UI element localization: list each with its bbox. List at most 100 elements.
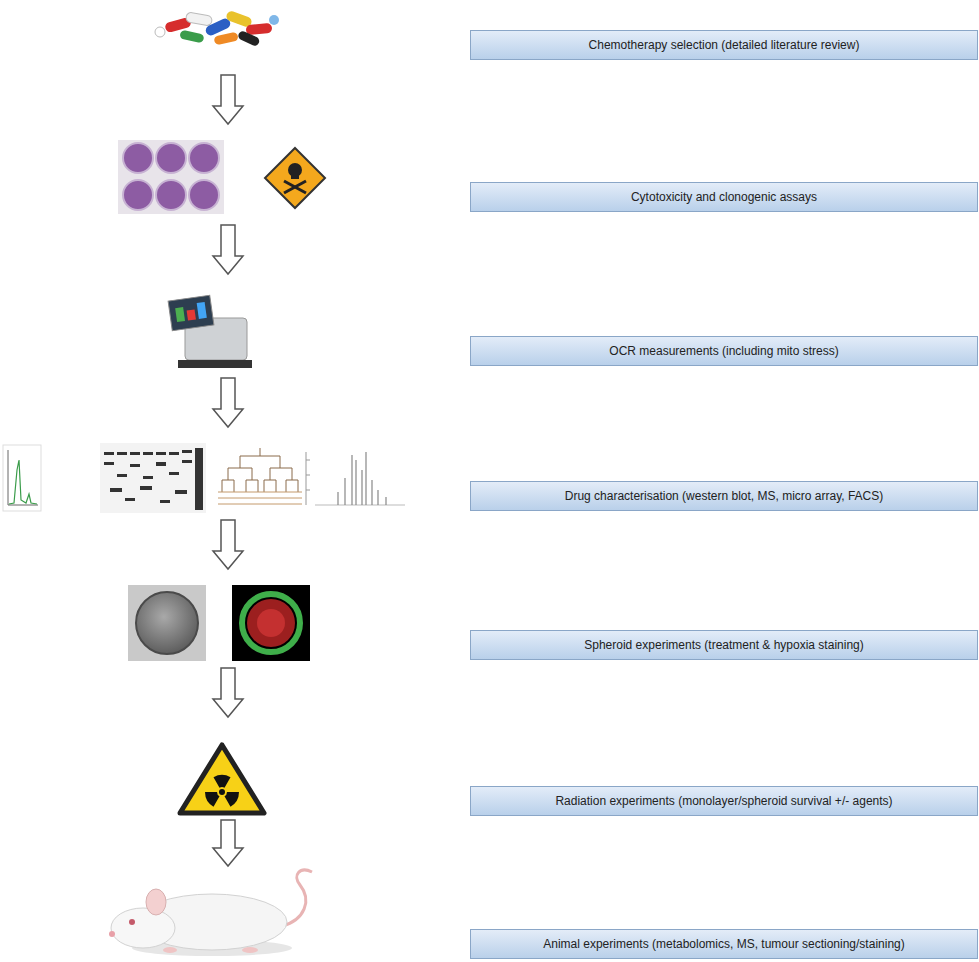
illustration-part — [143, 452, 153, 455]
process-box: OCR measurements (including mito stress) — [470, 336, 978, 366]
process-box: Radiation experiments (monolayer/spheroi… — [470, 786, 978, 816]
trefoil-blade — [214, 775, 231, 788]
illustration-part — [232, 585, 310, 661]
illustration-part — [182, 450, 192, 453]
illustration-part — [337, 492, 338, 505]
illustration-part — [242, 594, 300, 652]
illustration-part — [222, 480, 298, 492]
illustration-part — [213, 32, 238, 46]
illustration-part — [100, 443, 206, 513]
illustration-part — [355, 460, 356, 505]
illustration-part — [136, 592, 198, 654]
illustration-part — [344, 478, 345, 505]
flow-arrow — [213, 378, 243, 427]
illustration-part — [3, 445, 41, 511]
illustration-part — [117, 452, 127, 455]
illustration-part — [306, 452, 310, 505]
flow-arrow — [213, 75, 243, 124]
illustration-part — [128, 585, 206, 661]
illustration-part — [195, 448, 203, 510]
illustration-part — [123, 143, 219, 210]
illustration-part — [284, 181, 306, 193]
illustration-part — [218, 492, 302, 504]
illustration-part — [185, 12, 212, 26]
step-label: Spheroid experiments (treatment & hypoxi… — [584, 638, 863, 652]
flow-arrows — [213, 75, 243, 866]
process-box: Animal experiments (metabolomics, MS, tu… — [470, 929, 978, 959]
step-label: Cytotoxicity and clonogenic assays — [631, 190, 817, 204]
illustration-part — [118, 140, 224, 214]
trefoil-blade — [205, 792, 220, 807]
illustration-part — [265, 148, 325, 208]
step-label: Drug characterisation (western blot, MS,… — [565, 489, 884, 503]
illustration-part — [129, 919, 135, 925]
illustration-part — [143, 476, 153, 479]
step-label: Chemotherapy selection (detailed literat… — [589, 38, 860, 52]
illustration-part — [247, 599, 295, 647]
step-label: OCR measurements (including mito stress) — [609, 344, 838, 358]
process-box: Chemotherapy selection (detailed literat… — [470, 30, 978, 60]
illustration-part — [111, 908, 175, 948]
illustration-part — [175, 490, 187, 494]
illustration-part — [156, 452, 166, 455]
illustration-part — [8, 450, 9, 505]
microarray-dendrogram — [218, 448, 310, 505]
process-box: Spheroid experiments (treatment & hypoxi… — [470, 630, 978, 660]
trefoil-blade — [225, 792, 240, 807]
illustration-part — [284, 181, 306, 193]
illustration-part — [130, 452, 140, 455]
illustration-part — [218, 492, 302, 504]
step-label: Radiation experiments (monolayer/spheroi… — [555, 794, 892, 808]
illustration-part — [104, 452, 114, 455]
illustration-part — [269, 15, 279, 25]
trefoil-centre — [219, 789, 225, 795]
illustration-part — [377, 490, 378, 505]
toxic-hazard-sign — [265, 148, 325, 208]
illustration-part — [123, 180, 153, 210]
illustration-part — [160, 500, 170, 503]
radiation-sign — [180, 745, 264, 813]
illustration-part — [197, 302, 207, 319]
illustration-part — [156, 462, 166, 466]
illustration-part — [351, 455, 352, 505]
flow-arrow — [213, 668, 243, 717]
illustration-part — [125, 498, 135, 501]
illustration-part — [9, 460, 37, 504]
illustration-part — [155, 27, 165, 37]
illustration-part — [385, 497, 386, 505]
illustration-part — [169, 452, 179, 455]
process-box: Cytotoxicity and clonogenic assays — [470, 182, 978, 212]
illustration-part — [130, 464, 140, 467]
illustration-part — [306, 452, 310, 505]
illustration-part — [140, 486, 152, 490]
mass-spectrum — [315, 452, 405, 505]
spheroid-hypoxia-stain — [232, 585, 310, 661]
spheroid-brightfield — [128, 585, 206, 661]
illustration-part — [175, 307, 185, 322]
petri-plates — [118, 140, 224, 214]
illustration-part — [168, 295, 214, 331]
illustration-part — [361, 470, 362, 505]
pills-icon — [155, 10, 279, 47]
step-label: Animal experiments (metabolomics, MS, tu… — [543, 937, 904, 951]
illustration-part — [365, 452, 366, 505]
illustration-part — [169, 472, 179, 475]
illustration-part — [104, 448, 203, 510]
illustration-part — [180, 745, 264, 813]
illustration-part — [189, 180, 219, 210]
seahorse-analyser — [168, 295, 252, 368]
illustration-part — [110, 488, 122, 492]
illustration-part — [315, 504, 405, 505]
illustration-part — [117, 474, 127, 477]
illustration-part — [189, 143, 219, 173]
facs-histogram — [3, 445, 41, 511]
illustration-part — [182, 460, 192, 463]
illustration-part — [8, 505, 38, 506]
illustration-part — [109, 931, 115, 937]
western-blot — [100, 443, 206, 513]
illustration-part — [187, 309, 196, 320]
illustration-part — [163, 947, 177, 953]
illustration-part — [179, 30, 204, 44]
illustration-part — [178, 360, 252, 368]
